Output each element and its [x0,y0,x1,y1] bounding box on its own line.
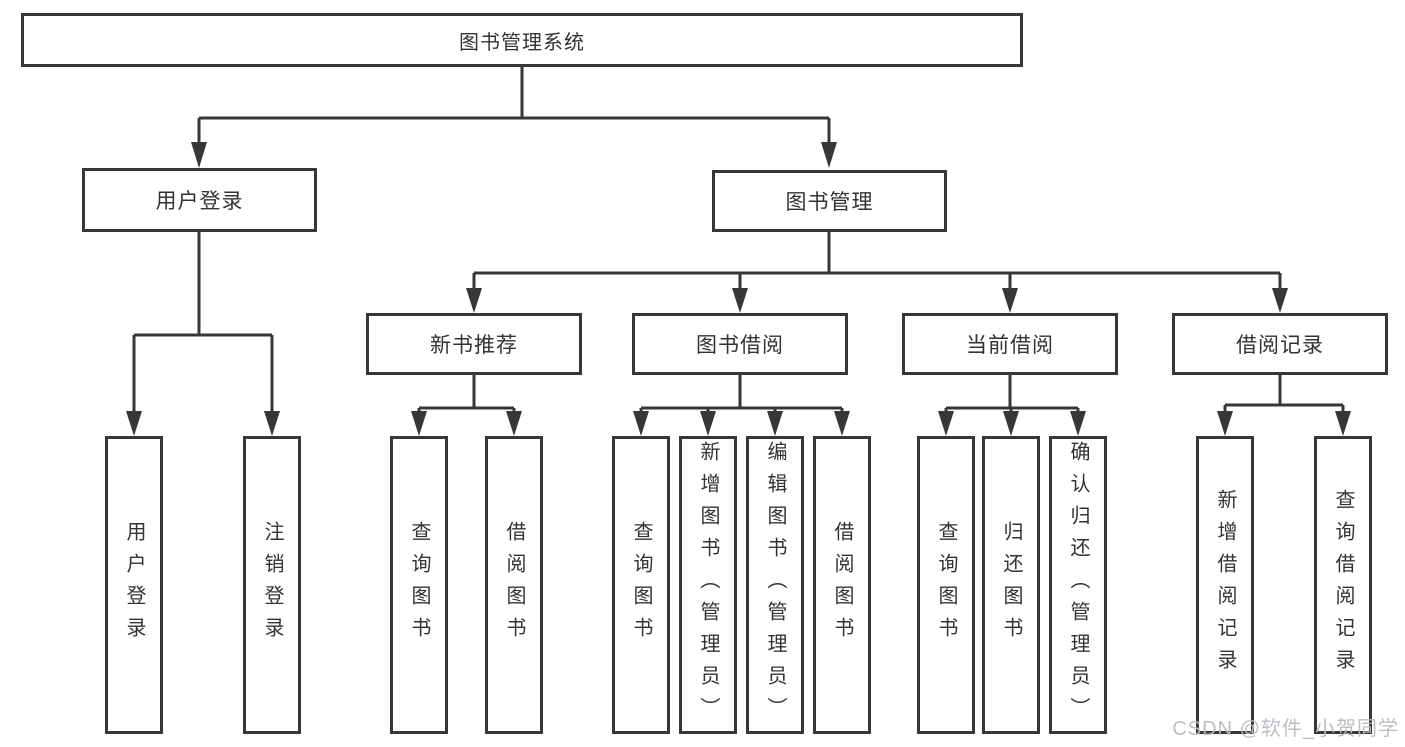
arrowhead-group [126,142,1351,436]
leaf-cb-query-books: 查询图书 [917,436,975,734]
node-book-management-label: 图书管理 [785,191,874,214]
node-user-login-label: 用户登录 [155,190,244,213]
leaf-cb-confirm-return: 确认归还（管理员） [1049,436,1107,734]
leaf-br-add-record-label: 新增借阅记录 [1214,489,1236,681]
leaf-br-add-record: 新增借阅记录 [1196,436,1254,734]
leaf-nb-query-books: 查询图书 [390,436,448,734]
node-book-management: 图书管理 [712,170,947,232]
leaf-nb-borrow-books-label: 借阅图书 [503,521,525,649]
leaf-nb-query-books-label: 查询图书 [408,521,430,649]
leaf-br-query-record-label: 查询借阅记录 [1332,489,1354,681]
leaf-user-login-label: 用户登录 [123,521,145,649]
leaf-cb-confirm-return-label: 确认归还（管理员） [1067,441,1089,729]
node-root: 图书管理系统 [21,13,1023,67]
node-root-label: 图书管理系统 [459,31,585,54]
node-borrow-records: 借阅记录 [1172,313,1388,375]
leaf-bb-edit-books-label: 编辑图书（管理员） [764,441,786,729]
leaf-bb-query-books-label: 查询图书 [630,521,652,649]
leaf-bb-add-books: 新增图书（管理员） [679,436,737,734]
node-new-book-recommend-label: 新书推荐 [430,334,518,357]
leaf-bb-borrow-books: 借阅图书 [813,436,871,734]
leaf-logout-label: 注销登录 [261,521,283,649]
csdn-watermark: CSDN @软件_小贺同学 [1172,718,1399,740]
leaf-bb-borrow-books-label: 借阅图书 [831,521,853,649]
leaf-logout: 注销登录 [243,436,301,734]
leaf-cb-query-books-label: 查询图书 [935,521,957,649]
node-new-book-recommend: 新书推荐 [366,313,582,375]
leaf-cb-return-books-label: 归还图书 [1000,521,1022,649]
leaf-cb-return-books: 归还图书 [982,436,1040,734]
leaf-user-login: 用户登录 [105,436,163,734]
node-book-borrow: 图书借阅 [632,313,848,375]
node-borrow-records-label: 借阅记录 [1236,334,1324,357]
leaf-br-query-record: 查询借阅记录 [1314,436,1372,734]
node-book-borrow-label: 图书借阅 [696,334,784,357]
leaf-bb-query-books: 查询图书 [612,436,670,734]
leaf-bb-edit-books: 编辑图书（管理员） [746,436,804,734]
node-current-borrow: 当前借阅 [902,313,1118,375]
node-current-borrow-label: 当前借阅 [966,334,1054,357]
leaf-bb-add-books-label: 新增图书（管理员） [697,441,719,729]
node-user-login: 用户登录 [82,168,317,232]
leaf-nb-borrow-books: 借阅图书 [485,436,543,734]
